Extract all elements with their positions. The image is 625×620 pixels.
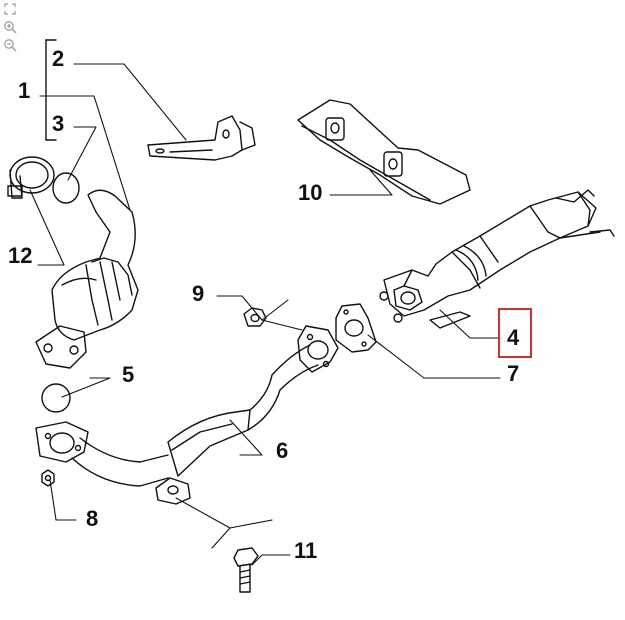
- zoom-out-icon[interactable]: [3, 38, 21, 52]
- callout-8[interactable]: 8: [86, 506, 99, 531]
- part-10-crossmember: [297, 99, 471, 205]
- group-bracket-1-2-3: [45, 39, 57, 141]
- part-3-gasket: [52, 172, 80, 204]
- callout-3[interactable]: 3: [52, 111, 65, 136]
- part-4-muffler: [379, 189, 615, 329]
- callout-4[interactable]: 4: [507, 325, 520, 350]
- part-8-nut: [41, 469, 55, 487]
- callout-12[interactable]: 12: [8, 243, 33, 268]
- zoom-in-icon[interactable]: [3, 20, 21, 34]
- callout-2[interactable]: 2: [52, 46, 65, 71]
- part-2-bracket: [147, 115, 256, 161]
- part-11-bolt: [233, 547, 259, 593]
- leader-lines: [29, 63, 501, 566]
- fit-page-icon[interactable]: [3, 2, 21, 16]
- part-12-clamp: [7, 156, 55, 199]
- part-7-gasket: [335, 303, 377, 353]
- callout-7[interactable]: 7: [507, 361, 520, 386]
- callout-1[interactable]: 1: [18, 78, 31, 103]
- part-9-nut: [243, 307, 267, 327]
- selected-part-highlight: [498, 308, 532, 358]
- part-5-gasket: [41, 383, 71, 413]
- callout-5[interactable]: 5: [122, 362, 135, 387]
- callout-6[interactable]: 6: [276, 438, 289, 463]
- callout-9[interactable]: 9: [192, 281, 205, 306]
- callout-11[interactable]: 11: [294, 538, 318, 563]
- part-1-catalytic-converter: [35, 189, 139, 369]
- callout-10[interactable]: 10: [298, 180, 323, 205]
- part-6-front-pipe: [35, 325, 339, 505]
